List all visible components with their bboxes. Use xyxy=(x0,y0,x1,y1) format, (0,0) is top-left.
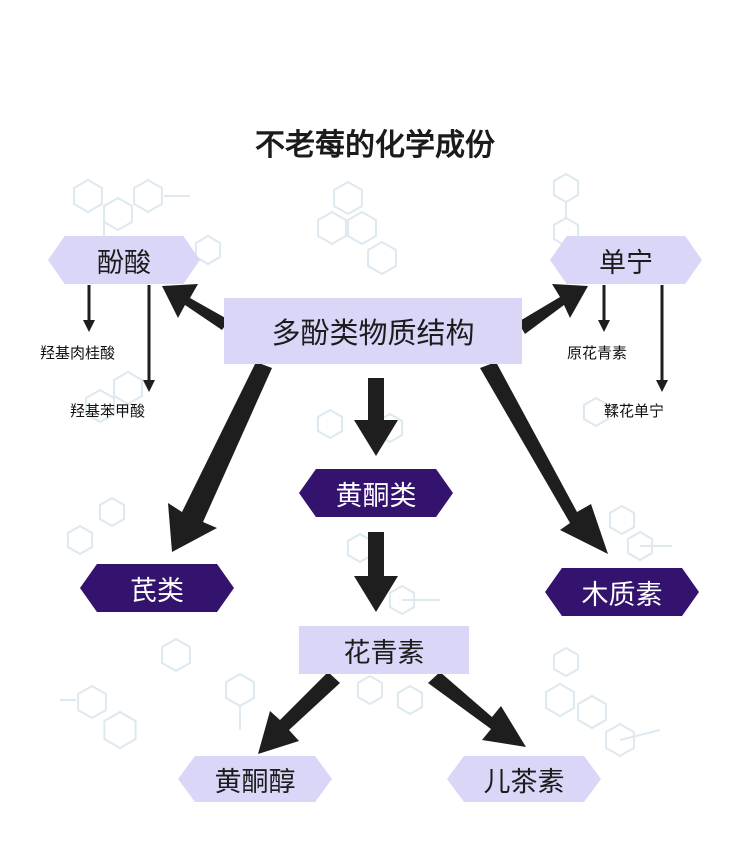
arrow-center-to-stilbene xyxy=(168,362,272,552)
arrow-anthocyanin-to-catechin xyxy=(428,672,526,747)
molecule-ring xyxy=(626,530,654,562)
molecule-ring xyxy=(85,388,115,424)
molecule-ring xyxy=(333,180,363,216)
sub-hydroxybenzoic-acid: 羟基苯甲酸 xyxy=(70,402,146,420)
molecule-ring xyxy=(98,496,126,528)
arrow-anthocyanin-to-flavonol xyxy=(258,672,340,754)
molecule-ring xyxy=(552,646,580,678)
node-polyphenol-structure: 多酚类物质结构 xyxy=(224,298,522,364)
arrow-center-to-flavonoid xyxy=(354,378,398,456)
thin-arrows xyxy=(83,285,668,392)
molecule-ring xyxy=(608,504,636,536)
sub-proanthocyanidin: 原花青素 xyxy=(567,344,628,362)
molecule-ring xyxy=(605,722,635,758)
molecule-ring xyxy=(77,684,107,720)
node-flavonoid: 黄酮类 xyxy=(299,469,453,517)
molecule-ring xyxy=(103,710,137,750)
molecule-ring xyxy=(367,240,397,276)
molecule-ring xyxy=(225,672,255,708)
arrow-center-to-phenolic-acid xyxy=(162,284,229,330)
node-phenolic-acid: 酚酸 xyxy=(48,236,200,284)
molecule-ring xyxy=(582,396,610,428)
molecule-ring xyxy=(133,178,163,214)
node-flavonol: 黄酮醇 xyxy=(178,756,332,802)
molecule-ring xyxy=(347,210,377,246)
node-catechin: 儿茶素 xyxy=(447,756,601,802)
molecule-bond xyxy=(619,729,661,741)
arrow-center-to-lignin xyxy=(480,362,608,554)
node-tannin: 单宁 xyxy=(550,236,702,284)
sub-ellagitannin: 鞣花单宁 xyxy=(604,402,665,420)
molecule-ring xyxy=(396,684,424,716)
molecule-ring xyxy=(552,172,580,204)
node-stilbene: 芪类 xyxy=(80,564,234,612)
molecule-ring xyxy=(316,408,344,440)
molecule-ring xyxy=(113,370,143,406)
molecule-ring xyxy=(66,524,94,556)
molecule-ring xyxy=(577,694,607,730)
node-anthocyanin: 花青素 xyxy=(299,626,469,674)
molecule-ring xyxy=(73,178,103,214)
page-title: 不老莓的化学成份 xyxy=(255,128,495,163)
molecule-ring xyxy=(388,584,416,616)
arrow-flavonoid-to-anthocyanin xyxy=(354,532,398,612)
molecule-ring xyxy=(356,674,384,706)
molecule-ring xyxy=(161,637,191,673)
node-lignin: 木质素 xyxy=(545,568,699,616)
molecule-ring xyxy=(545,682,575,718)
sub-hydroxycinnamic-acid: 羟基肉桂酸 xyxy=(40,344,116,362)
molecule-ring xyxy=(317,210,347,246)
arrow-center-to-tannin xyxy=(518,284,588,334)
